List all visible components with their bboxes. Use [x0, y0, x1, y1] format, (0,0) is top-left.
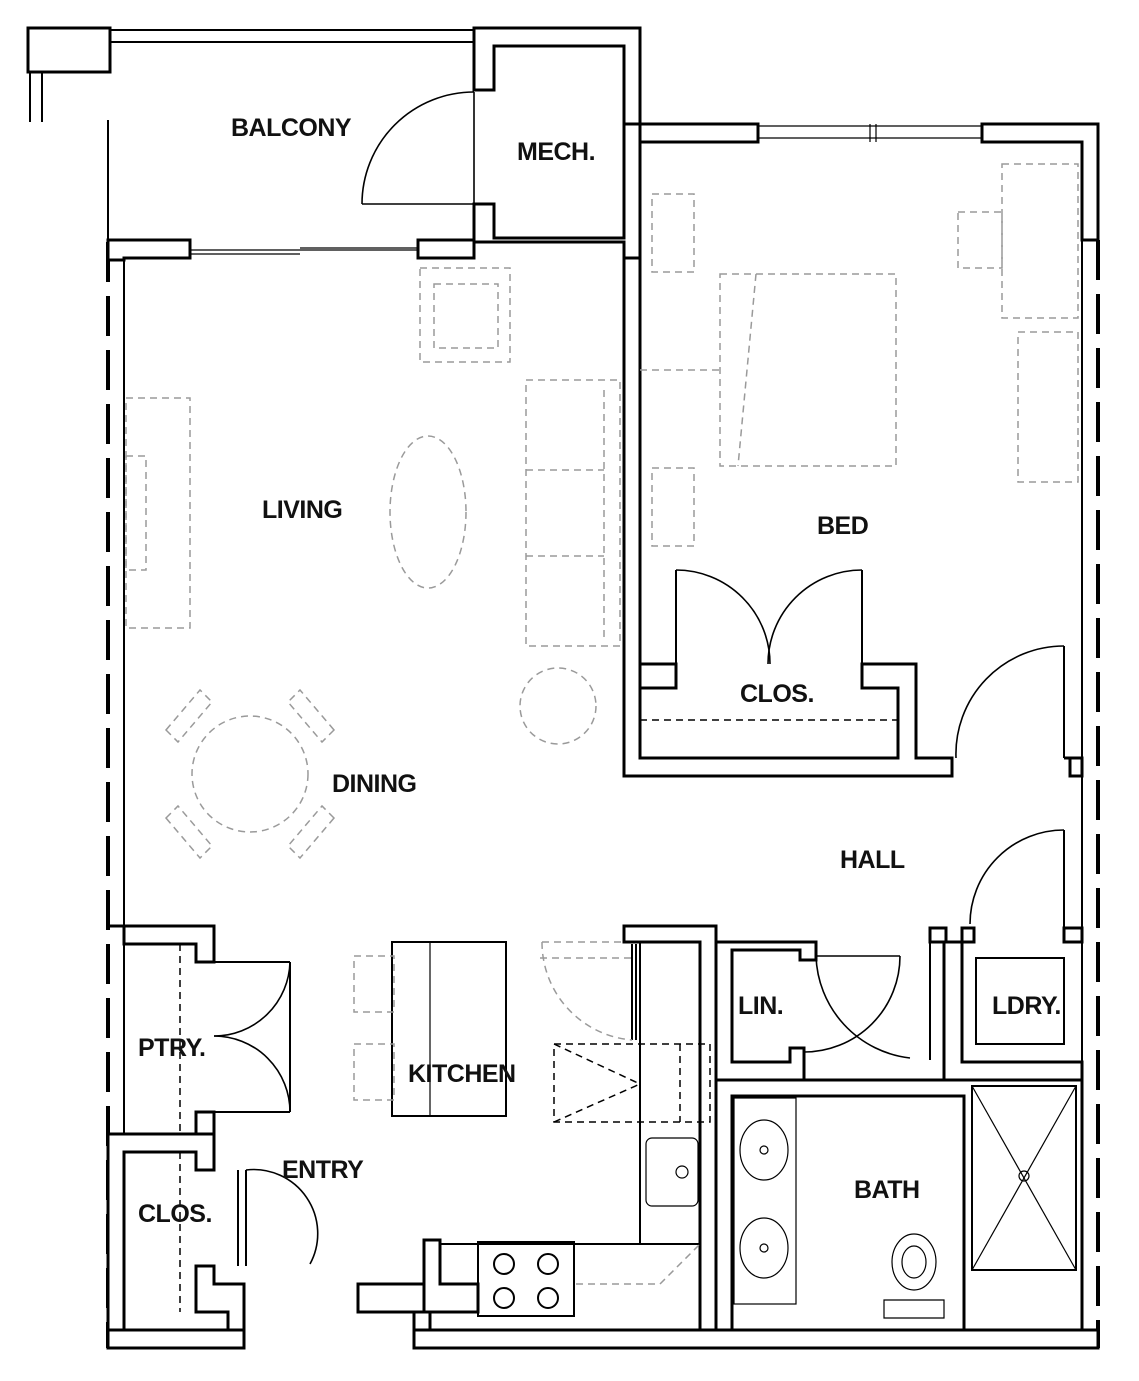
label-entry: ENTRY [282, 1156, 364, 1184]
label-pantry: PTRY. [138, 1034, 205, 1062]
label-kitchen: KITCHEN [408, 1060, 516, 1088]
label-entry-closet: CLOS. [138, 1200, 212, 1228]
label-laundry: LDRY. [992, 992, 1061, 1020]
label-living: LIVING [262, 496, 342, 524]
label-bed-closet: CLOS. [740, 680, 814, 708]
closet-doors [675, 569, 863, 665]
label-hall: HALL [840, 846, 905, 874]
label-balcony: BALCONY [231, 114, 352, 142]
balcony-door [361, 91, 475, 205]
label-dining: DINING [332, 770, 417, 798]
label-bath: BATH [854, 1176, 920, 1204]
outer-walls [106, 122, 1100, 1350]
label-bed: BED [817, 512, 868, 540]
bedroom-door [955, 645, 1065, 759]
label-mech: MECH. [517, 138, 595, 166]
label-linen: LIN. [738, 992, 783, 1020]
kitchen-walls [353, 924, 718, 1332]
pantry-entry-walls [106, 924, 319, 1332]
service-walls [714, 829, 1084, 1332]
exterior-glazing [106, 240, 1100, 1348]
furniture [125, 163, 1079, 860]
room-labels: BALCONY MECH. LIVING BED CLOS. DINING HA… [138, 114, 1061, 1228]
